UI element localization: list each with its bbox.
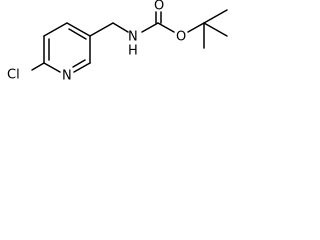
- bond-tbu-methyl-right: [203, 22, 228, 37]
- atom-label-o-carbonyl: O: [154, 0, 164, 14]
- atom-label-n-amine: N: [128, 30, 138, 45]
- bond-c5-c4: [43, 22, 68, 37]
- bond-c2-n-inner: [72, 59, 86, 68]
- bond-carbonyl-c-o-ester: [157, 22, 175, 33]
- bond-tbu-methyl-up: [203, 9, 228, 24]
- atom-label-cl: Cl: [7, 68, 20, 83]
- bond-ch2-nh: [112, 22, 129, 33]
- bond-c2-n-ring: [73, 62, 91, 73]
- bond-c6-cl: [31, 62, 45, 71]
- bond-c3-ch2: [89, 22, 114, 37]
- bond-c4-c3: [66, 22, 91, 37]
- molecular-structure-diagram: Cl N N H O O: [7, 0, 228, 84]
- bond-nh-carbonyl-c: [141, 22, 159, 33]
- bond-c4-c3-inner: [68, 28, 87, 40]
- atom-label-n-ring: N: [62, 69, 72, 84]
- bond-o-ester-tbu-c: [187, 22, 205, 33]
- atom-label-o-ester: O: [176, 30, 186, 45]
- atom-label-h-amine: H: [128, 44, 138, 59]
- bond-n-ring-c6: [43, 62, 61, 73]
